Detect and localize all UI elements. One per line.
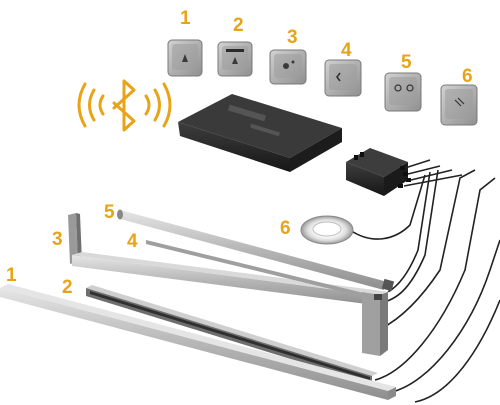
wave-right-outer: [162, 82, 172, 128]
profile-3-post-left-face: [76, 213, 82, 262]
bluetooth-icon: [77, 79, 172, 132]
wire-round-light: [349, 174, 426, 240]
touch-icon: [182, 54, 188, 62]
number-profile-2: 2: [62, 277, 73, 298]
distributor-front: [346, 162, 384, 196]
profile-3-bar: [72, 255, 382, 306]
profile-3-post-right: [362, 292, 380, 356]
wire-profile-2-b: [374, 177, 496, 381]
profile-3-bar-top: [72, 252, 390, 296]
switch-1: [167, 39, 203, 77]
profile-1-front: [0, 288, 388, 400]
distributor-side: [384, 162, 408, 196]
profile-2: [86, 285, 378, 384]
wave-left-outer: [77, 82, 87, 128]
profile-1-top: [0, 284, 396, 391]
motion-sensor-icon: [394, 84, 402, 92]
number-light-bar-4: 4: [127, 231, 138, 252]
light-bar-4: [146, 240, 382, 300]
switch-2: [217, 41, 253, 77]
switch-3: [269, 49, 307, 85]
profile-1-end: [388, 387, 396, 400]
light-bar-4-end: [374, 294, 382, 300]
profile-3-post-right-face: [380, 292, 388, 356]
wave-right-mid: [153, 88, 161, 122]
wire-light-bar-5: [387, 171, 431, 293]
light-bar-5-cap: [117, 209, 123, 220]
door-sensor-icon: [336, 72, 341, 82]
touch-icon: [232, 57, 238, 64]
number-profile-3: 3: [52, 229, 63, 250]
sensor-icon: [454, 97, 465, 107]
switch-number-1: 1: [180, 8, 191, 29]
profile-2-channel-top: [86, 285, 378, 376]
control-unit: [178, 94, 342, 172]
wire-profile-1: [391, 239, 500, 393]
switch-face: [329, 64, 357, 90]
wave-right-inner: [144, 94, 151, 116]
profile-1: [0, 284, 396, 400]
profile-3-post-left: [68, 213, 78, 264]
switch-slot: [226, 49, 244, 52]
round-light: [300, 215, 354, 245]
switch-number-2: 2: [233, 15, 244, 36]
bluetooth-rune: [112, 79, 136, 132]
profile-2-channel-floor: [90, 291, 370, 380]
distributor-leads: [403, 159, 463, 187]
switch-numbers: 1 2 3 4 5 6: [180, 8, 473, 87]
control-unit-side: [290, 128, 342, 172]
switch-number-4: 4: [341, 40, 352, 61]
number-profile-1: 1: [6, 265, 17, 286]
switch-4: [324, 59, 362, 97]
switch-number-3: 3: [287, 27, 298, 48]
dimmer-dot: [291, 60, 295, 64]
distributor-ports: [354, 152, 411, 188]
wave-left-inner: [98, 94, 105, 116]
control-unit-front: [178, 122, 290, 172]
switch-number-5: 5: [401, 52, 412, 73]
light-bar-5-tube: [120, 210, 384, 290]
switch-number-6: 6: [462, 66, 473, 87]
control-unit-label: [227, 104, 267, 122]
dimmer-icon: [283, 63, 289, 69]
light-bar-5: [117, 209, 395, 292]
switch-6: [440, 84, 478, 126]
wave-left-mid: [88, 88, 96, 122]
control-unit-top: [178, 94, 342, 158]
switch-face: [389, 77, 417, 105]
wire-profile-3: [414, 299, 500, 403]
component-numbers: 1 2 3 4 5 6: [6, 202, 291, 298]
control-unit-label: [250, 123, 280, 137]
motion-sensor-lens: [406, 84, 414, 92]
profile-3: [68, 213, 390, 356]
distributor-box: [346, 148, 463, 196]
number-light-bar-5: 5: [104, 202, 115, 223]
round-light-lens: [312, 221, 342, 237]
light-bar-4-rod: [146, 240, 376, 300]
number-round-light-6: 6: [280, 218, 291, 239]
light-bar-5-end: [381, 278, 395, 292]
switch-5: [384, 72, 422, 112]
switch-row: [167, 39, 478, 126]
